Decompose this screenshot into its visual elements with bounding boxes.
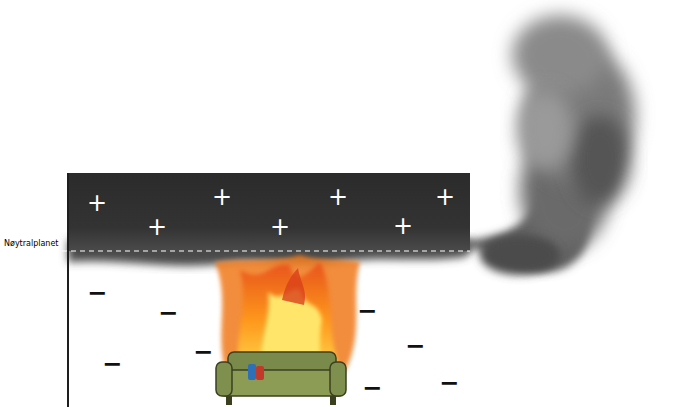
sofa <box>216 352 346 405</box>
positive-pressure-sign: + <box>435 185 455 209</box>
negative-pressure-sign: − <box>439 371 459 395</box>
positive-pressure-sign: + <box>270 215 290 239</box>
smoke-layer <box>68 173 472 266</box>
negative-pressure-sign: − <box>158 301 178 325</box>
negative-pressure-sign: − <box>405 334 425 358</box>
positive-pressure-sign: + <box>87 191 107 215</box>
positive-pressure-sign: + <box>393 214 413 238</box>
negative-pressure-sign: − <box>193 340 213 364</box>
room-wall <box>67 173 69 407</box>
negative-pressure-sign: − <box>357 299 377 323</box>
negative-pressure-sign: − <box>102 352 122 376</box>
positive-pressure-sign: + <box>212 185 232 209</box>
negative-pressure-sign: − <box>362 376 382 400</box>
neutral-plane-line <box>62 250 470 251</box>
positive-pressure-sign: + <box>147 215 167 239</box>
positive-pressure-sign: + <box>328 185 348 209</box>
neutral-plane-label: Nøytralplanet <box>4 240 59 248</box>
smoke-plume <box>455 15 635 275</box>
negative-pressure-sign: − <box>87 281 107 305</box>
